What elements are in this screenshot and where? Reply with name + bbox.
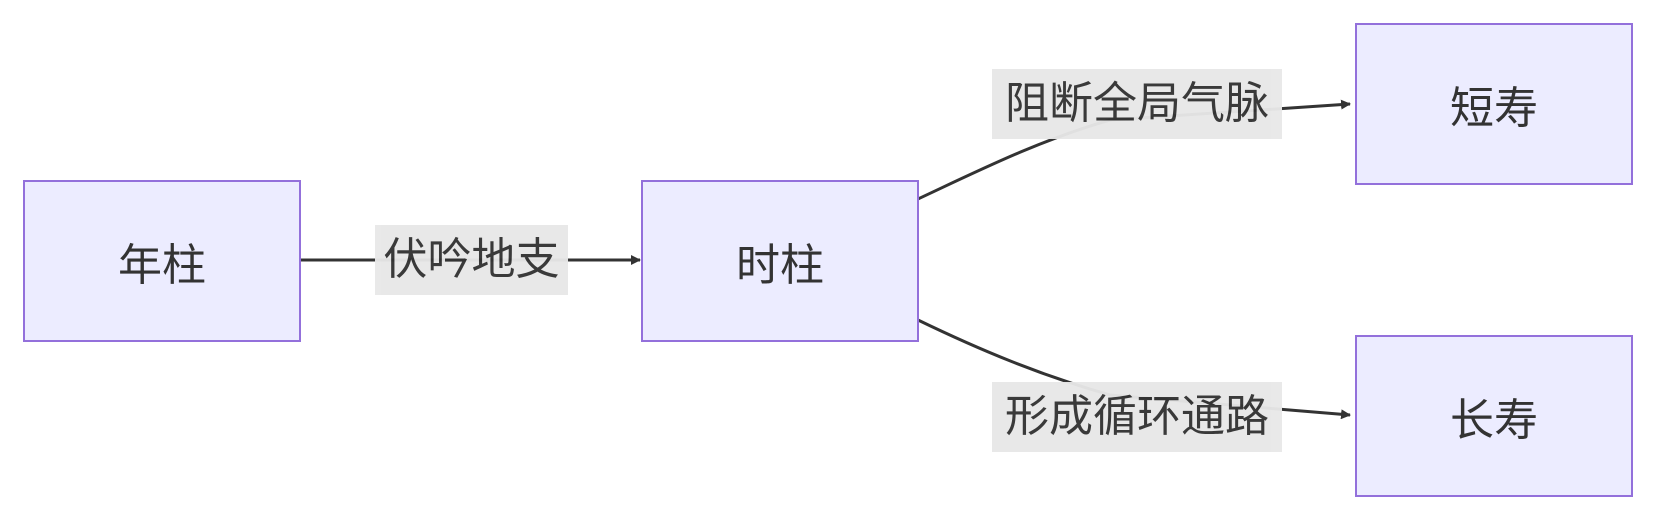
edge-label-zuduan-qimai-text: 阻断全局气脉: [1005, 78, 1269, 129]
node-nian-zhu: 年柱: [23, 180, 301, 342]
edge-label-zuduan-qimai: 阻断全局气脉: [992, 69, 1282, 139]
node-chang-shou: 长寿: [1355, 335, 1633, 497]
node-nian-zhu-label: 年柱: [118, 240, 206, 291]
edge-label-fuyin-dizhi: 伏吟地支: [375, 225, 568, 295]
edge-label-fuyin-dizhi-text: 伏吟地支: [383, 234, 560, 285]
node-shi-zhu: 时柱: [641, 180, 919, 342]
edge-label-xunhuan-tonglu-text: 形成循环通路: [1005, 391, 1269, 442]
node-duan-shou-label: 短寿: [1450, 83, 1538, 134]
node-chang-shou-label: 长寿: [1450, 395, 1538, 446]
edge-label-xunhuan-tonglu: 形成循环通路: [992, 382, 1282, 452]
node-shi-zhu-label: 时柱: [736, 240, 824, 291]
node-duan-shou: 短寿: [1355, 23, 1633, 185]
